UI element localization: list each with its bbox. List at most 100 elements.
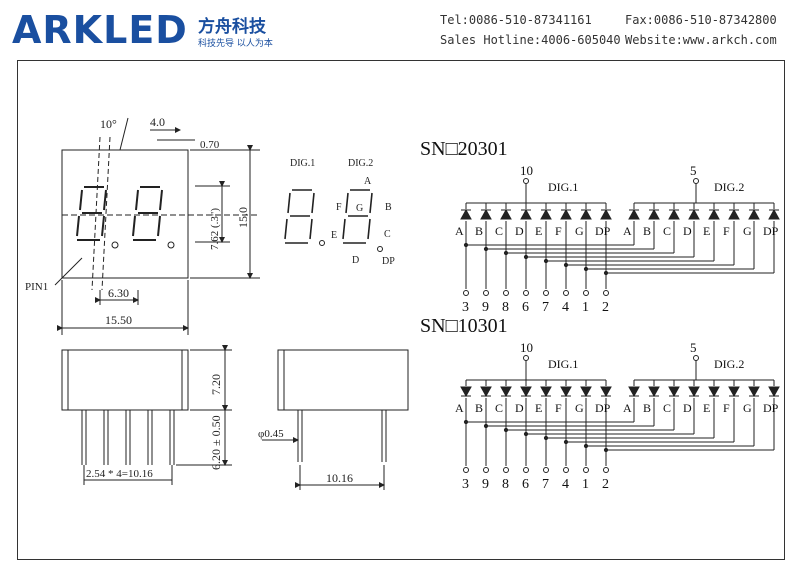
seg-label-1-g: G	[575, 224, 584, 238]
diode-1-f	[560, 208, 572, 220]
seg-label-2-a: A	[623, 224, 632, 238]
header: ARKLED 方舟科技 科技先导 以人为本 Tel:0086-510-87341…	[0, 0, 800, 56]
diode-1-c	[500, 208, 512, 220]
seg-label-2-e: E	[703, 401, 710, 415]
circuit-dig1-label: DIG.1	[548, 180, 578, 194]
seg-label-1-b: B	[475, 224, 483, 238]
seg-dig1-label: DIG.1	[290, 158, 315, 169]
diode-2-d	[688, 386, 700, 398]
seg-a-label: A	[364, 176, 372, 187]
pin-number-6: 6	[522, 477, 529, 492]
pin-node-8	[503, 290, 509, 296]
diode-1-a	[460, 386, 472, 398]
pin-node-7	[543, 290, 549, 296]
side-view-left	[61, 345, 232, 485]
seg-dig2-label: DIG.2	[348, 158, 373, 169]
seg-label-1-dp: DP	[595, 401, 611, 415]
common-pin-left: 10	[520, 340, 533, 355]
seg-label-1-e: E	[535, 401, 542, 415]
pin-node-6	[523, 290, 529, 296]
seg-label-2-f: F	[723, 401, 730, 415]
diode-2-g	[748, 208, 760, 220]
diode-1-dp	[600, 208, 612, 220]
diode-1-f	[560, 386, 572, 398]
pin-node-3	[463, 467, 469, 473]
seg-label-2-a: A	[623, 401, 632, 415]
body-height-label: 15.0	[236, 207, 250, 228]
body-h-label: 7.20	[209, 374, 223, 395]
brand-name-cn: 方舟科技	[198, 17, 266, 37]
pin-node-7	[543, 467, 549, 473]
pin-number-9: 9	[482, 300, 489, 315]
pin-node-3	[463, 290, 469, 296]
circuit-dig1-label: DIG.1	[548, 357, 578, 371]
diode-1-b	[480, 386, 492, 398]
seg-label-1-f: F	[555, 224, 562, 238]
diode-2-e	[708, 208, 720, 220]
pin-number-4: 4	[562, 300, 569, 315]
diode-2-c	[668, 386, 680, 398]
diode-2-c	[668, 208, 680, 220]
common-pin-left-node	[523, 178, 529, 184]
diode-2-dp	[768, 386, 780, 398]
pin-number-4: 4	[562, 477, 569, 492]
diode-1-c	[500, 386, 512, 398]
seg-label-2-e: E	[703, 224, 710, 238]
pin-number-9: 9	[482, 477, 489, 492]
seg-label-1-d: D	[515, 401, 524, 415]
seg-label-2-b: B	[643, 224, 651, 238]
front-body-outline	[61, 149, 189, 279]
common-pin-left-node	[523, 355, 529, 361]
diode-1-d	[520, 208, 532, 220]
fax-text: Fax:0086-510-87342800	[625, 13, 777, 27]
pin-node-2	[603, 467, 609, 473]
side-body-left	[61, 349, 189, 411]
pin-dia-label: φ0.45	[258, 428, 284, 440]
pin-pitch-label: 2.54 * 4=10.16	[86, 468, 153, 480]
circuit-dig2-label: DIG.2	[714, 357, 744, 371]
seg-width-label: 0.70	[200, 139, 220, 151]
front-dp-1	[111, 241, 119, 249]
body-width-label: 15.50	[105, 313, 132, 327]
diode-2-f	[728, 386, 740, 398]
side-view-right	[262, 349, 409, 490]
pin-node-1	[583, 290, 589, 296]
pin-number-3: 3	[462, 477, 469, 492]
website-text: Website:www.arkch.com	[625, 33, 777, 47]
pin-number-2: 2	[602, 300, 609, 315]
seg-b-label: B	[385, 202, 392, 213]
seg-f-label: F	[336, 202, 342, 213]
seg-label-1-c: C	[495, 224, 503, 238]
pin-number-1: 1	[582, 300, 589, 315]
pin-node-9	[483, 290, 489, 296]
diode-2-dp	[768, 208, 780, 220]
row-spacing-label: 10.16	[326, 471, 353, 485]
pin1-label: PIN1	[25, 281, 48, 293]
pin-number-6: 6	[522, 300, 529, 315]
drawing-frame	[17, 60, 785, 560]
seg-label-1-e: E	[535, 224, 542, 238]
side-body-right	[277, 349, 409, 411]
seg-label-1-a: A	[455, 224, 464, 238]
common-pin-right-node	[693, 355, 699, 361]
seg-label-2-b: B	[643, 401, 651, 415]
common-pin-right: 5	[690, 163, 697, 178]
diode-1-g	[580, 208, 592, 220]
pin-number-7: 7	[542, 300, 549, 315]
pin-node-2	[603, 290, 609, 296]
circuit-title: SN□10301	[420, 315, 508, 337]
diode-2-b	[648, 386, 660, 398]
pin-number-1: 1	[582, 477, 589, 492]
seg-label-2-d: D	[683, 224, 692, 238]
diode-1-d	[520, 386, 532, 398]
angle-label: 10°	[100, 117, 117, 131]
pin-number-2: 2	[602, 477, 609, 492]
seg-label-2-g: G	[743, 224, 752, 238]
pin-node-4	[563, 290, 569, 296]
tel-text: Tel:0086-510-87341161	[440, 13, 592, 27]
diode-2-a	[628, 386, 640, 398]
pin-node-1	[583, 467, 589, 473]
common-pin-right-node	[693, 178, 699, 184]
pin-number-7: 7	[542, 477, 549, 492]
front-digit-1	[76, 186, 107, 241]
